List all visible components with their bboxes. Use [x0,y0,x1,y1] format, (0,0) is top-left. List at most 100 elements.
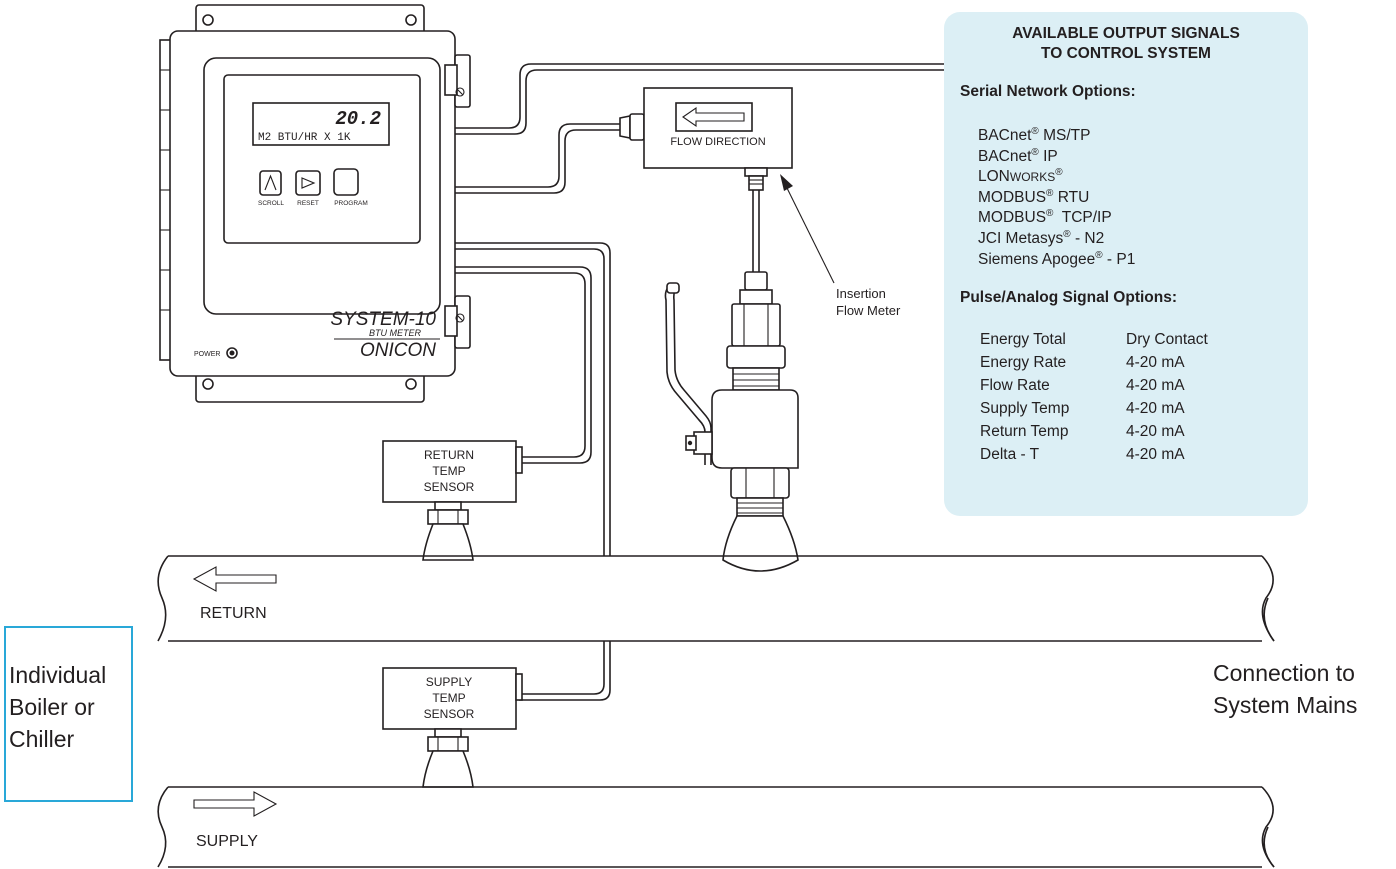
system-mains-label: Connection to System Mains [1213,657,1357,721]
callout-arrowhead-icon [780,174,793,191]
serial-option-name: Siemens Apogee [978,250,1096,268]
pulse-option-name: Flow Rate [980,376,1050,394]
return-temp-sensor: RETURN TEMP SENSOR [382,440,523,561]
supply-pipe-label: SUPPLY [196,833,258,850]
output-signals-panel: AVAILABLE OUTPUT SIGNALS TO CONTROL SYST… [944,12,1308,516]
serial-option: Siemens Apogee® - P1 [978,246,1292,268]
boiler-chiller-label: Individual Boiler or Chiller [9,659,106,755]
lcd-units: M2 BTU/HR X 1K [258,132,351,144]
serial-option-name: MODBUS [978,209,1047,227]
pulse-option-signal: 4-20 mA [1126,376,1185,394]
serial-option-name: BACnet [978,127,1032,145]
pulse-option-row: Energy Rate 4-20 mA [980,351,1208,374]
reset-button[interactable] [295,170,321,196]
registered-mark: ® [1063,228,1071,240]
lcd-value: 20.2 [335,108,381,130]
registered-mark: ® [1046,208,1054,220]
serial-option-suffix: MS/TP [1038,127,1091,145]
pulse-option-signal: 4-20 mA [1126,445,1185,463]
pulse-option-row: Return Temp 4-20 mA [980,420,1208,443]
serial-option-name: LON [978,168,1010,186]
registered-mark: ® [1046,187,1054,199]
serial-option-suffix: - N2 [1070,230,1105,248]
supply-pipe: SUPPLY [157,786,1275,868]
serial-option: MODBUS® TCP/IP [978,204,1292,227]
mains-label-line1: Connection to [1213,660,1355,686]
pulse-option-row: Supply Temp 4-20 mA [980,397,1208,420]
callout-line2: Flow Meter [836,303,901,318]
supply-flow-arrow-icon [193,791,278,817]
pulse-option-signal: 4-20 mA [1126,399,1185,417]
return-flow-arrow-icon [192,566,277,592]
serial-option-suffix: IP [1038,147,1058,165]
return-sensor-line3: SENSOR [424,480,475,494]
serial-option-name: MODBUS [978,188,1047,206]
return-pipe-label: RETURN [200,605,267,622]
brand-name: ONICON [360,340,436,361]
wiring [455,63,944,701]
reset-arrow-icon [301,177,316,189]
serial-option-smallcaps: WORKS [1009,170,1056,185]
pulse-option-name: Return Temp [980,422,1069,440]
pulse-option-row: Energy Total Dry Contact [980,328,1208,351]
pulse-option-name: Energy Total [980,330,1066,348]
serial-option: MODBUS® RTU [978,184,1292,206]
insertion-flow-meter: FLOW DIRECTION [619,87,799,572]
serial-option: JCI Metasys® - N2 [978,225,1292,248]
boiler-chiller-box [4,626,133,802]
reset-label: RESET [297,200,319,207]
supply-sensor-line1: SUPPLY [426,675,472,689]
pulse-option-row: Delta - T 4-20 mA [980,443,1208,466]
flow-direction-arrow-icon [682,106,745,128]
serial-option-suffix: - P1 [1102,250,1136,268]
mains-label-line2: System Mains [1213,692,1358,718]
serial-option-name: BACnet [978,147,1032,165]
program-label: PROGRAM [334,200,368,207]
serial-option: BACnet® MS/TP [978,122,1292,145]
callout-line1: Insertion [836,286,886,301]
scroll-arrow-icon [264,174,277,191]
pulse-option-signal: 4-20 mA [1126,353,1185,371]
scroll-label: SCROLL [258,200,284,207]
serial-option: LONWORKS® [978,163,1292,186]
serial-option-suffix: TCP/IP [1053,209,1112,227]
return-sensor-housing [382,440,517,503]
return-sensor-line2: TEMP [432,464,465,478]
serial-option: BACnet® IP [978,143,1292,165]
return-pipe: RETURN [157,555,1275,642]
boiler-label-line3: Chiller [9,726,75,752]
pulse-option-name: Supply Temp [980,399,1070,417]
registered-mark: ® [1055,167,1063,179]
pulse-option-signal: 4-20 mA [1126,422,1185,440]
pulse-option-signal: Dry Contact [1126,330,1208,348]
pulse-option-name: Energy Rate [980,353,1067,371]
registered-mark: ® [1031,146,1039,158]
program-button[interactable] [333,168,359,196]
serial-heading: Serial Network Options: [960,83,1136,100]
serial-option-name: JCI Metasys [978,230,1064,248]
registered-mark: ® [1095,249,1103,261]
flow-direction-label: FLOW DIRECTION [670,136,765,148]
return-sensor-line1: RETURN [424,448,474,462]
lcd-display [252,102,390,146]
model-name: SYSTEM-10 [330,309,436,330]
boiler-label-line2: Boiler or [9,694,95,720]
supply-sensor-line3: SENSOR [424,707,475,721]
panel-title-line2: TO CONTROL SYSTEM [1041,45,1211,62]
insertion-flow-meter-callout: Insertion Flow Meter [780,174,901,318]
pulse-option-row: Flow Rate 4-20 mA [980,374,1208,397]
pulse-heading: Pulse/Analog Signal Options: [960,289,1178,307]
supply-sensor-line2: TEMP [432,691,465,705]
btu-meter: 20.2 M2 BTU/HR X 1K SCROLL RESET PROGRAM… [159,4,471,403]
serial-option-suffix: RTU [1053,188,1090,206]
panel-title-line1: AVAILABLE OUTPUT SIGNALS [1012,25,1240,42]
boiler-label-line1: Individual [9,662,107,688]
supply-temp-sensor: SUPPLY TEMP SENSOR [382,667,523,788]
registered-mark: ® [1031,126,1039,137]
power-label: POWER [194,351,220,358]
pulse-option-name: Delta - T [980,445,1040,463]
model-subtitle: BTU METER [369,328,422,338]
